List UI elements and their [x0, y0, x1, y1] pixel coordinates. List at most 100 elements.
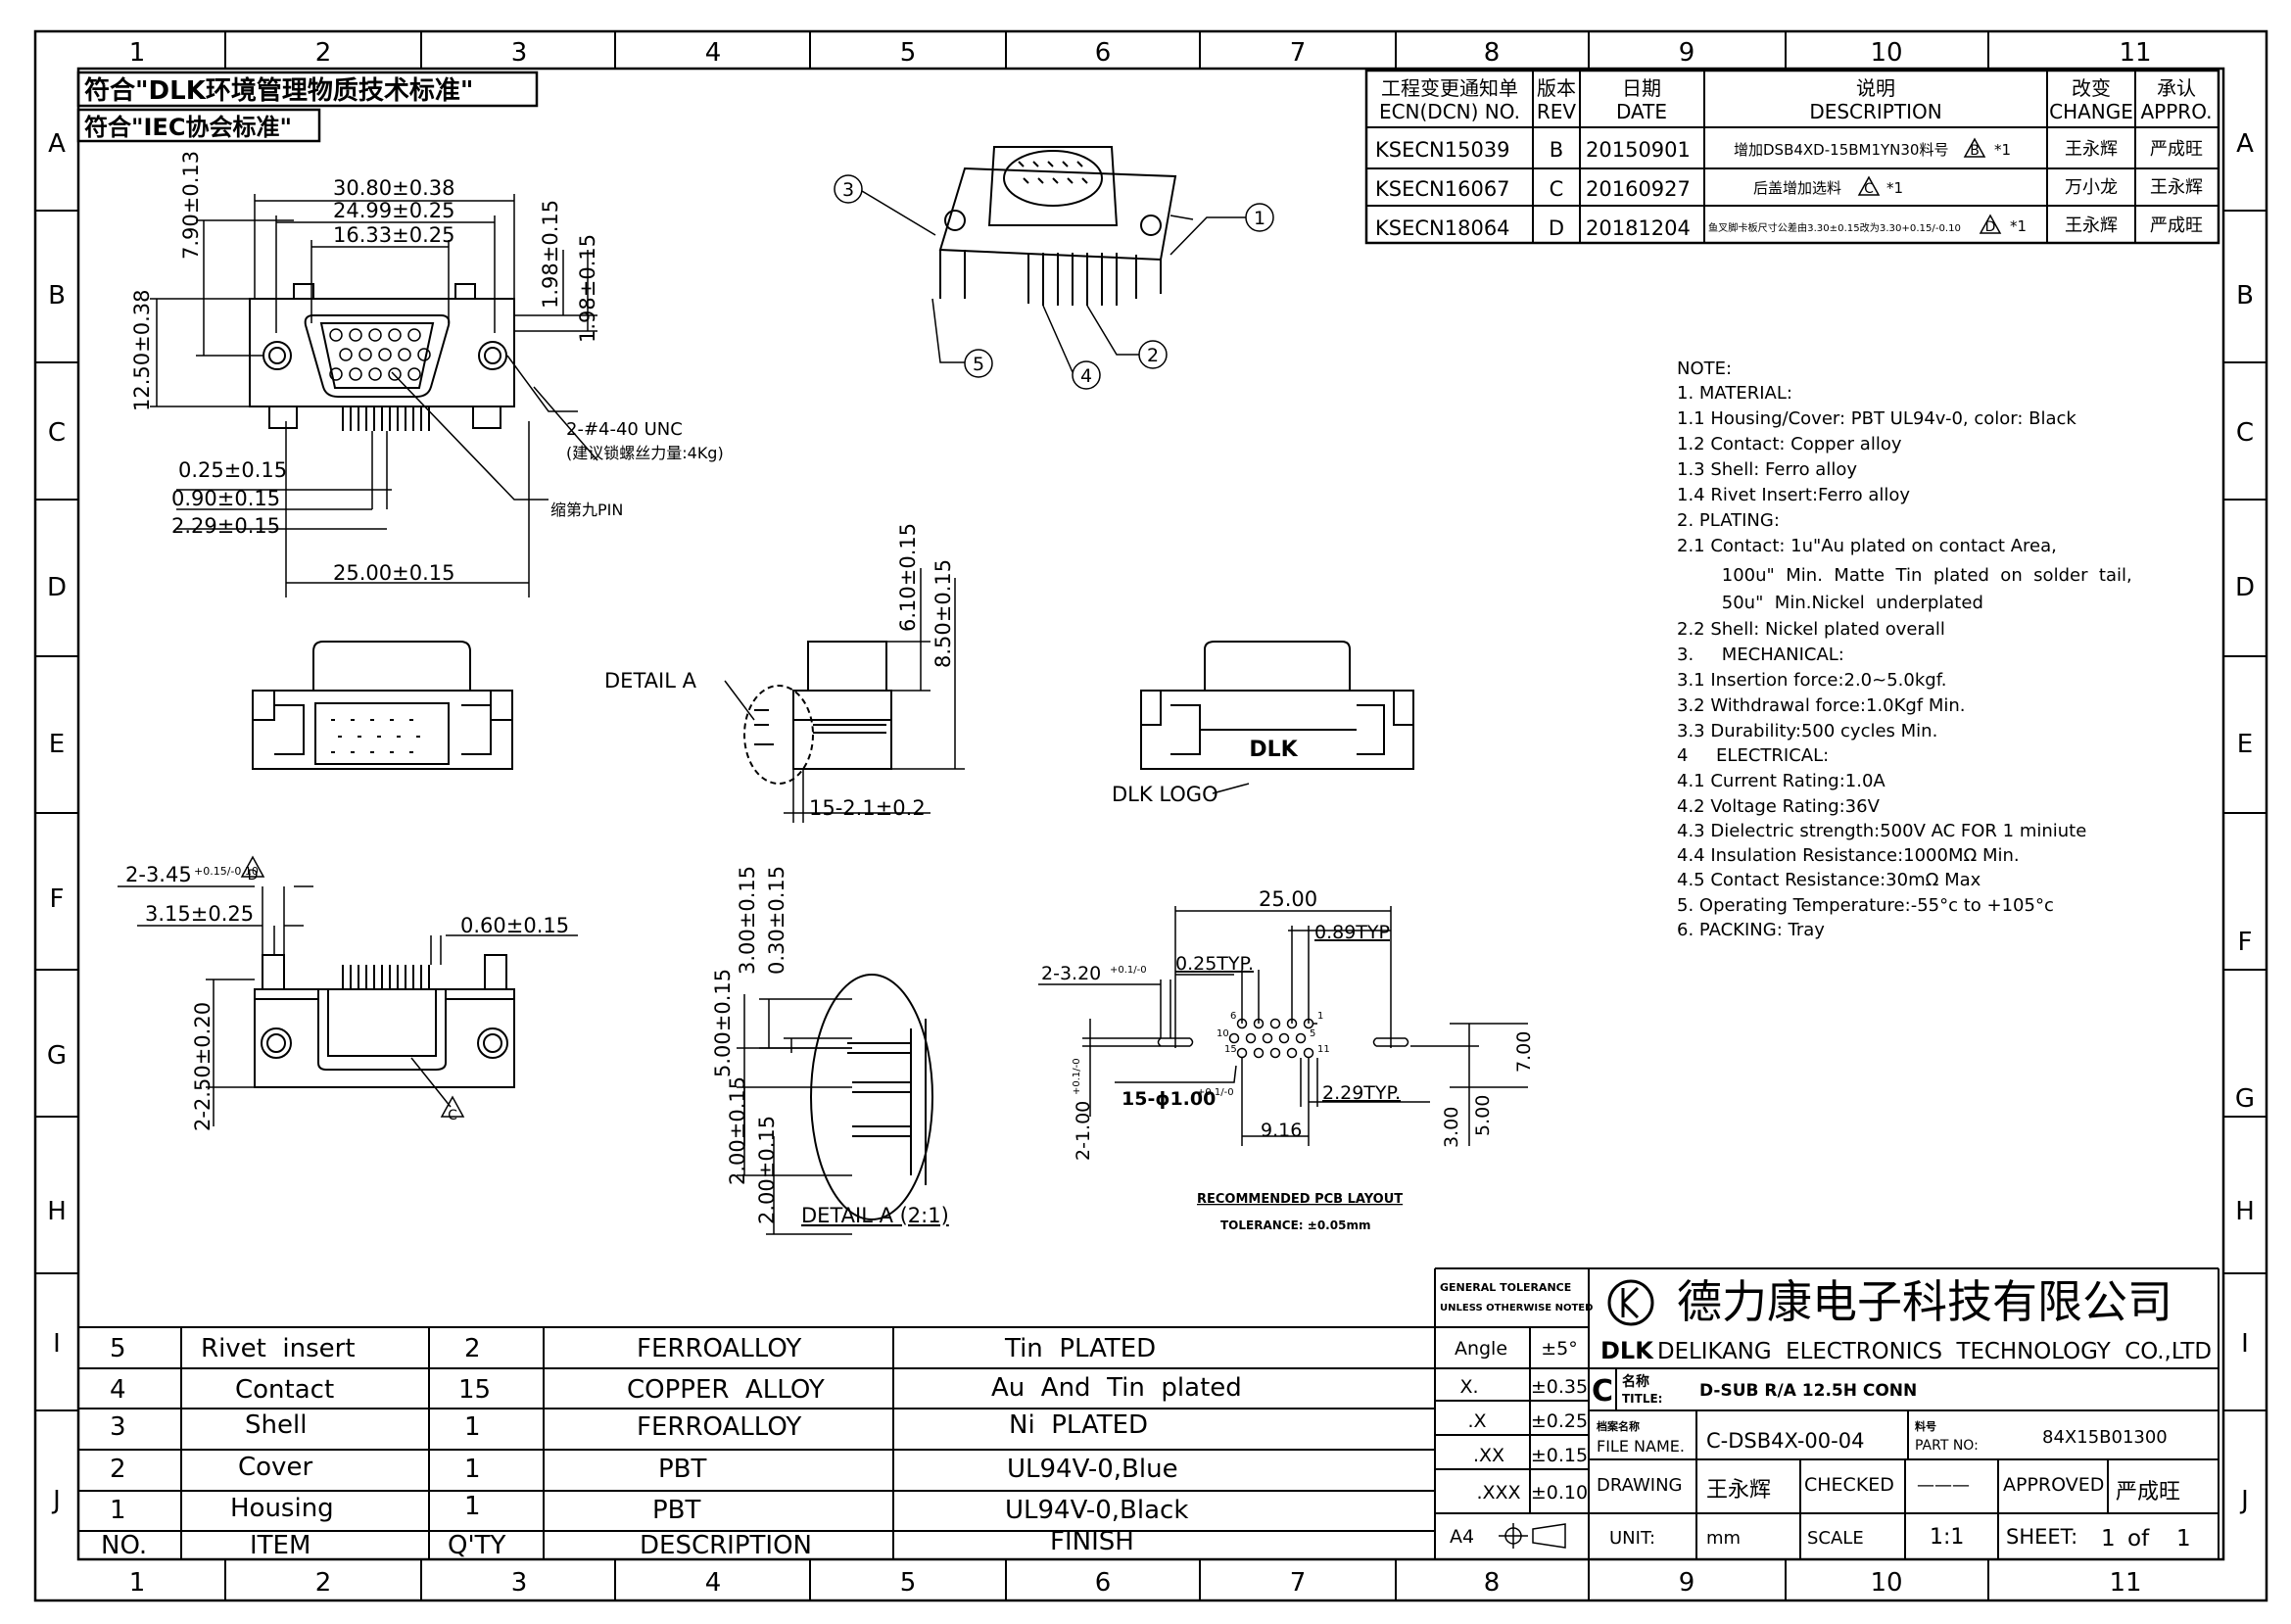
- rev-row-ecn: KSECN18064: [1375, 216, 1510, 240]
- dim-pin-offset-1: 0.25±0.15: [178, 458, 287, 482]
- zone-row-left-F: F: [50, 884, 65, 914]
- dim-detail-200-b: 2.00±0.15: [755, 1116, 779, 1224]
- title-block: [1434, 1267, 2219, 1559]
- rev-row-rev: B: [1550, 138, 1563, 162]
- isometric-view: [938, 146, 1177, 306]
- note-line: 3.3 Durability:500 cycles Min.: [1677, 721, 1937, 741]
- zone-row-right-H: H: [2235, 1197, 2255, 1226]
- front-view: [252, 641, 513, 770]
- rev-header-change-cn: 改变: [2072, 76, 2111, 100]
- rev-row-mark: D: [1985, 219, 1996, 235]
- bom-qty: 15: [458, 1375, 491, 1405]
- tolerance-value: ±0.10: [1531, 1482, 1588, 1504]
- dim-pcb-500: 5.00: [1472, 1095, 1494, 1136]
- bom-item: Cover: [238, 1453, 312, 1482]
- pcb-layout-text: 25.00 0.89TYP 0.25TYP. 2-3.20 +0.1/-0 15…: [1041, 887, 1535, 1232]
- top-view-dimensions: [150, 194, 598, 597]
- side-view: [743, 641, 892, 785]
- company-logo: [1607, 1279, 1654, 1326]
- rev-row-date: 20160927: [1586, 177, 1691, 201]
- note-line: 2.1 Contact: 1u"Au plated on contact Are…: [1677, 536, 2057, 556]
- rev-row-rev: D: [1549, 216, 1564, 240]
- detail-a-view: [810, 974, 933, 1220]
- zone-row-right-E: E: [2237, 730, 2253, 759]
- dim-overall-width: 30.80±0.38: [333, 176, 454, 200]
- bom-finish: UL94V-0,Blue: [1007, 1455, 1178, 1484]
- balloon-leaders: [834, 174, 1274, 390]
- bom-no: 4: [110, 1375, 126, 1405]
- rev-row-ecn: KSECN15039: [1375, 138, 1510, 162]
- tolerance-label: X.: [1459, 1376, 1478, 1398]
- zone-col-top-6: 6: [1095, 38, 1112, 68]
- note-line: 3.2 Withdrawal force:1.0Kgf Min.: [1677, 695, 1966, 716]
- bom-qty: 1: [464, 1412, 481, 1442]
- note-line: 4.4 Insulation Resistance:1000MΩ Min.: [1677, 845, 2020, 866]
- dim-pcb-229: 2.29TYP.: [1322, 1082, 1401, 1104]
- dim-side-850: 8.50±0.15: [931, 559, 955, 668]
- zone-col-top-9: 9: [1679, 38, 1695, 68]
- dim-pin9-note: 缩第九PIN: [550, 501, 623, 519]
- zone-col-top-8: 8: [1484, 38, 1501, 68]
- zone-col-bottom-10: 10: [1870, 1568, 1902, 1598]
- note-line: NOTE:: [1677, 358, 1732, 379]
- rev-row-desc: 后盖增加选料: [1753, 179, 1841, 197]
- balloon-number: 3: [842, 179, 854, 201]
- dim-pin-offset-2: 0.90±0.15: [171, 487, 280, 510]
- compliance-dlk-standard: 符合"DLK环境管理物质技术标准": [84, 75, 473, 106]
- balloon-3: [834, 174, 863, 204]
- title-label-en: TITLE:: [1622, 1392, 1662, 1406]
- detail-a-circle: [743, 685, 814, 785]
- zone-col-bottom-2: 2: [315, 1568, 332, 1598]
- sheet-total: 1: [2176, 1526, 2191, 1552]
- pcb-layout-title: RECOMMENDED PCB LAYOUT: [1197, 1192, 1403, 1207]
- drawing-by: 王永辉: [1706, 1478, 1771, 1503]
- pcb-layout: [1038, 906, 1528, 1146]
- bom-desc: COPPER ALLOY: [627, 1375, 825, 1405]
- zone-labels: 1 2 3 4 5 6 7 8 9 10 11 1 2 3 4 5 6 7 8 …: [47, 38, 2255, 1598]
- scale-value: 1:1: [1930, 1525, 1964, 1550]
- dim-fork-width: 2-3.45: [125, 863, 192, 886]
- bottom-view-dimensions: [118, 885, 578, 1126]
- rev-header-desc-en: DESCRIPTION: [1809, 100, 1941, 123]
- bom-item: Shell: [245, 1410, 307, 1440]
- bom-item: Contact: [235, 1375, 334, 1405]
- revision-triangle-icon: [440, 1095, 465, 1118]
- dim-pcb-pin: 15-ϕ1.00: [1122, 1088, 1216, 1110]
- detail-a-dimensions: [737, 994, 852, 1235]
- pcb-pin-number: 6: [1230, 1011, 1236, 1022]
- detail-a-dim-text: 3.00±0.15 0.30±0.15 5.00±0.15 2.00±0.15 …: [711, 866, 949, 1227]
- dim-detail-300: 3.00±0.15: [736, 866, 759, 975]
- bom-no: 5: [110, 1334, 126, 1363]
- rev-row-date: 20150901: [1586, 138, 1691, 162]
- dim-pcb-hole-tolerance: +0.1/-0: [1110, 965, 1147, 976]
- rev-row-ecn: KSECN16067: [1375, 177, 1510, 201]
- part-label-en: PART NO:: [1915, 1438, 1979, 1454]
- bom-header-description: DESCRIPTION: [640, 1531, 812, 1560]
- scale-label: SCALE: [1807, 1528, 1864, 1549]
- note-line: 5. Operating Temperature:-55°c to +105°c: [1677, 895, 2054, 916]
- balloon-2: [1138, 340, 1168, 369]
- drawing-label: DRAWING: [1597, 1475, 1683, 1496]
- sheet-of-label: of: [2127, 1526, 2150, 1552]
- balloon-4: [1072, 360, 1101, 390]
- dlk-logo-label: DLK LOGO: [1112, 783, 1218, 806]
- file-name: C-DSB4X-00-04: [1706, 1429, 1864, 1453]
- revision-mark-c: C: [448, 1108, 457, 1123]
- top-view-pins: [329, 328, 431, 381]
- rev-row-note: *1: [2010, 217, 2027, 235]
- bom-item: Rivet insert: [201, 1334, 356, 1363]
- note-line: 4 ELECTRICAL:: [1677, 745, 1829, 766]
- top-view-dim-text: 30.80±0.38 24.99±0.25 16.33±0.25 7.90±0.…: [130, 151, 724, 585]
- compliance-iec-standard: 符合"IEC协会标准": [84, 114, 292, 141]
- detail-a-scale-label: DETAIL A (2:1): [801, 1204, 949, 1227]
- rev-header-desc-cn: 说明: [1856, 76, 1895, 100]
- pcb-pin-number: 1: [1317, 1011, 1323, 1022]
- note-line: 6. PACKING: Tray: [1677, 920, 1825, 940]
- zone-row-left-A: A: [48, 129, 66, 159]
- dim-mount-hole: 2-2.50±0.20: [191, 1002, 215, 1131]
- rev-row-appro: 严成旺: [2150, 215, 2203, 236]
- zone-col-bottom-1: 1: [129, 1568, 146, 1598]
- pcb-pin-number: 5: [1310, 1028, 1315, 1039]
- dim-detail-500: 5.00±0.15: [711, 969, 735, 1077]
